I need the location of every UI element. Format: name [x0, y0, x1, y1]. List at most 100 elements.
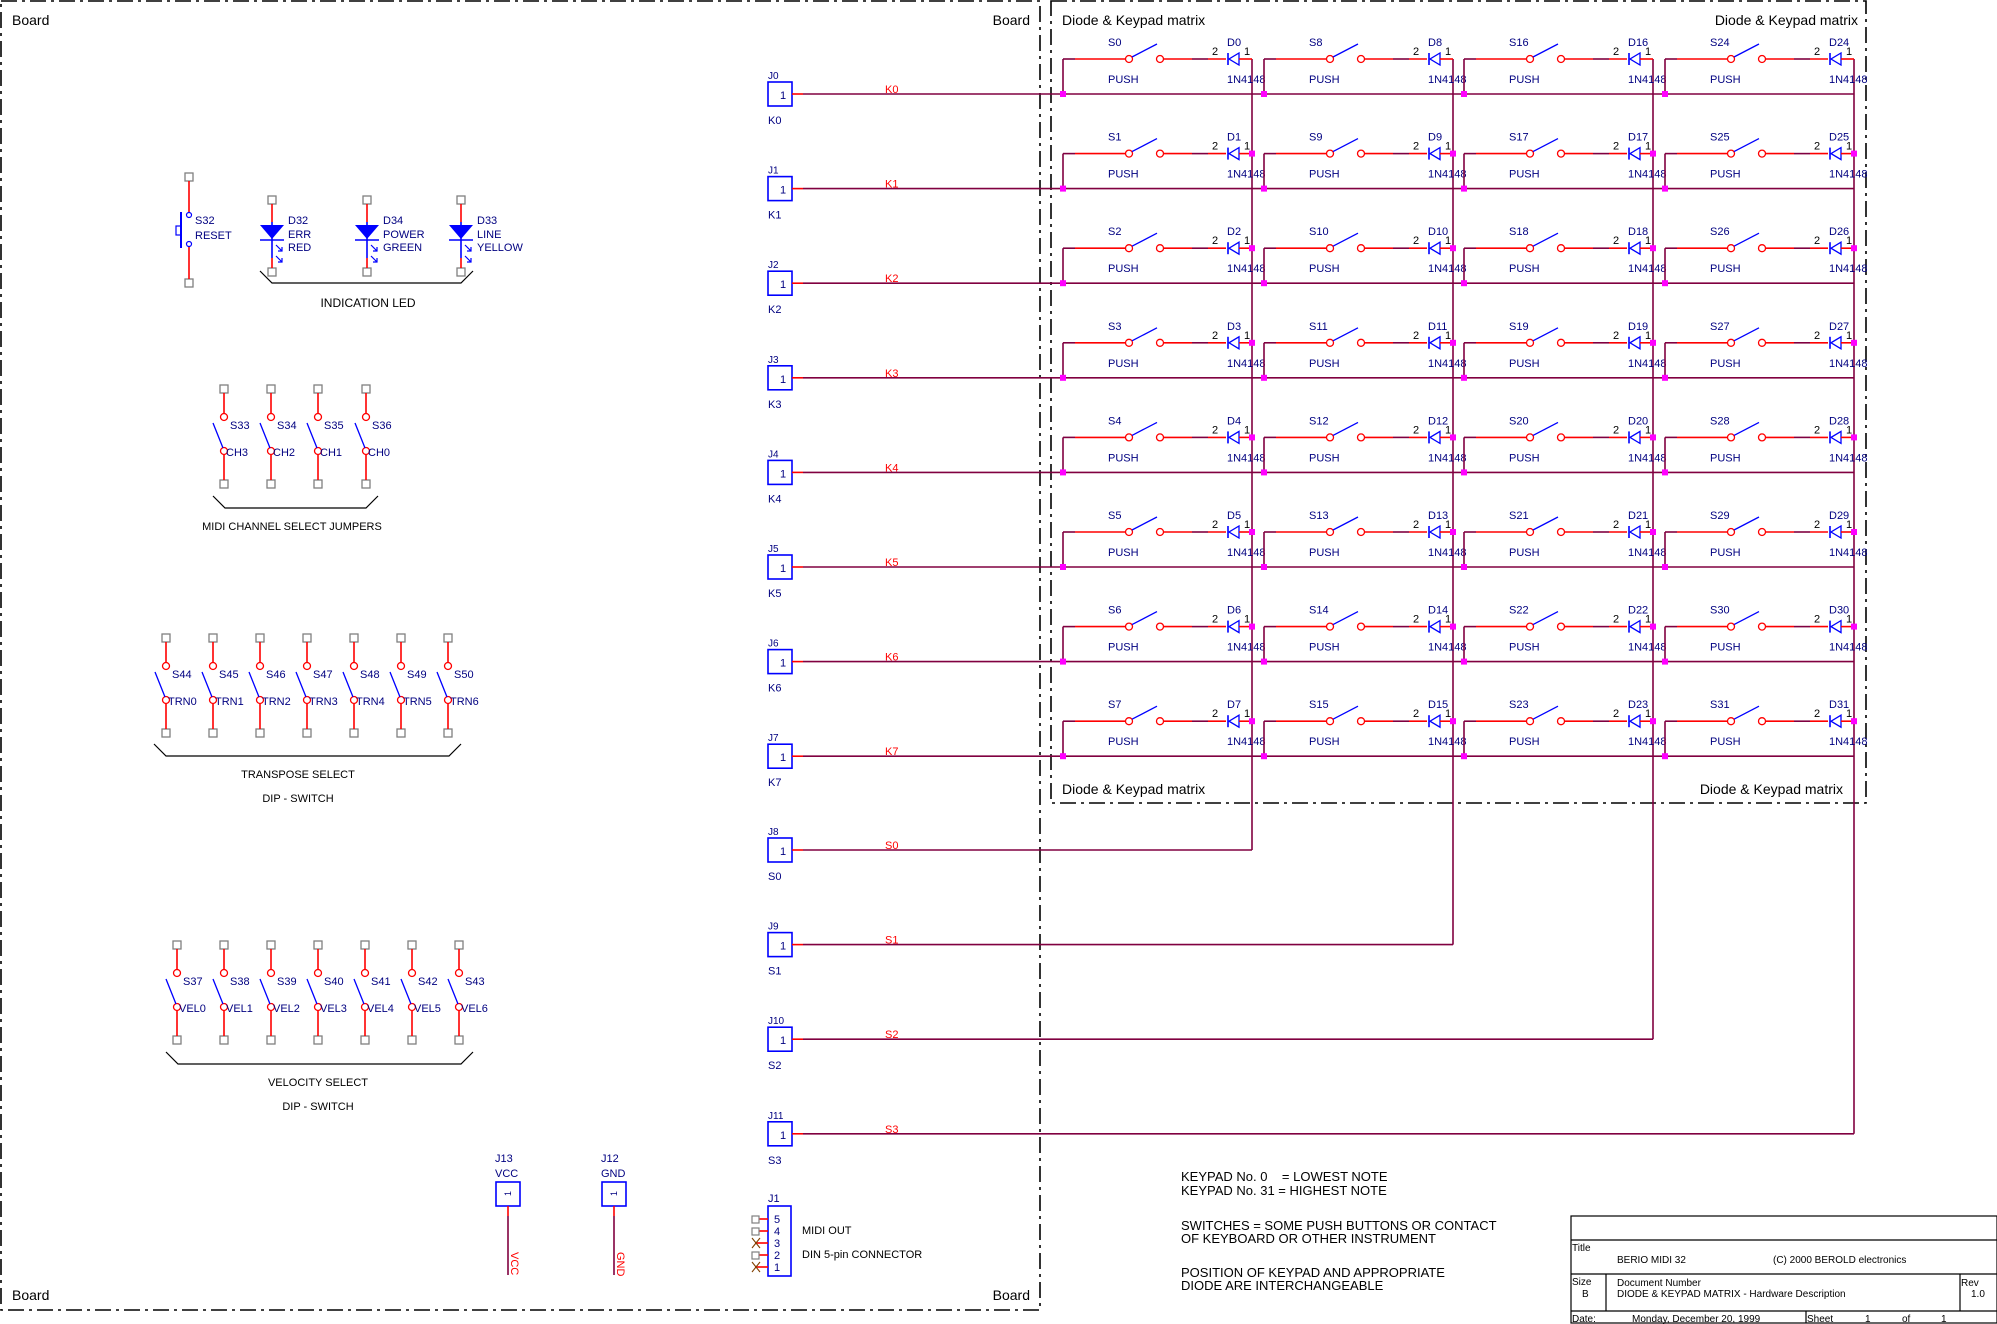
- diode-pin: 1: [1445, 519, 1451, 531]
- switch-lever: [1733, 138, 1760, 153]
- pin-pad: [208, 728, 218, 738]
- switch-value: PUSH: [1108, 74, 1139, 86]
- pin-pad: [349, 728, 359, 738]
- switch-ref: S48: [360, 669, 380, 681]
- of-value: 1: [1941, 1314, 1947, 1324]
- switch-ref: S3: [1108, 321, 1121, 333]
- switch-ref: S45: [219, 669, 239, 681]
- junction-dot: [1261, 658, 1267, 665]
- switch-contact: [1556, 433, 1566, 442]
- diode-triangle: [1227, 146, 1240, 161]
- diode-pin: 1: [1846, 235, 1852, 247]
- connector-net: K2: [768, 304, 781, 316]
- diode-pin: 2: [1212, 330, 1218, 342]
- led-triangle: [449, 225, 473, 239]
- switch-contact: [208, 695, 218, 705]
- net-label: GND: [614, 1252, 626, 1277]
- switch-lever: [1131, 516, 1158, 531]
- diode-triangle: [1628, 335, 1641, 350]
- net-label: K7: [885, 746, 898, 758]
- switch-ref: S42: [418, 976, 438, 988]
- switch-value: PUSH: [1710, 547, 1741, 559]
- switch-lever: [295, 671, 307, 698]
- switch-ref: S12: [1309, 415, 1329, 427]
- connector-net: K6: [768, 683, 781, 695]
- led-triangle: [260, 225, 284, 239]
- connector-pin: 1: [780, 90, 786, 102]
- switch-contact: [1124, 433, 1134, 442]
- switch-lever: [1532, 327, 1559, 342]
- switch-lever: [1532, 421, 1559, 436]
- connector-net: K5: [768, 588, 781, 600]
- diode-pin: 1: [1244, 235, 1250, 247]
- led-name: ERR: [288, 229, 311, 241]
- pin-pad: [172, 940, 182, 950]
- switch-lever: [306, 978, 318, 1005]
- connector-pin: 5: [774, 1214, 780, 1226]
- connector-pin: 1: [780, 752, 786, 764]
- diode-ref: D15: [1428, 699, 1448, 711]
- diode-value: 1N4148: [1227, 547, 1266, 559]
- led-ref: D34: [383, 215, 403, 227]
- switch-contact: [349, 695, 359, 705]
- switch-contact: [1556, 622, 1566, 631]
- switch-contact: [1726, 149, 1736, 158]
- sheet-value: 1: [1865, 1314, 1871, 1324]
- no-connect-icon: [751, 1237, 761, 1249]
- switch-ref: S50: [454, 669, 474, 681]
- diode-value: 1N4148: [1628, 736, 1667, 748]
- diode-triangle: [1227, 241, 1240, 256]
- switch-ref: S29: [1710, 510, 1730, 522]
- switch-ref: S13: [1309, 510, 1329, 522]
- diode-triangle: [1829, 714, 1842, 729]
- pin-pad: [751, 1251, 760, 1260]
- note-line: OF KEYBOARD OR OTHER INSTRUMENT: [1181, 1231, 1436, 1246]
- diode-pin: 1: [1445, 235, 1451, 247]
- pin-pad: [255, 728, 265, 738]
- switch-value: TRN4: [356, 696, 385, 708]
- connector-net: S3: [768, 1155, 781, 1167]
- diode-ref: D4: [1227, 415, 1241, 427]
- switch-value: VEL2: [273, 1003, 300, 1015]
- velocity-label: VELOCITY SELECT: [268, 1077, 368, 1089]
- diode-pin: 2: [1613, 519, 1619, 531]
- switch-value: PUSH: [1710, 452, 1741, 464]
- switch-contact: [1155, 244, 1165, 253]
- diode-ref: D3: [1227, 321, 1241, 333]
- connector-pin: 1: [774, 1262, 780, 1274]
- note-line: POSITION OF KEYPAD AND APPROPRIATE: [1181, 1265, 1445, 1280]
- pin-pad: [313, 479, 323, 489]
- pin-pad: [443, 728, 453, 738]
- switch-value: PUSH: [1710, 642, 1741, 654]
- junction-dot: [1851, 339, 1857, 346]
- pin-pad: [219, 1035, 229, 1045]
- connector-ref: J1: [768, 166, 779, 177]
- pin-pad: [751, 1227, 760, 1236]
- switch-contact: [361, 446, 371, 456]
- pin-pad: [396, 633, 406, 643]
- switch-contact: [1155, 717, 1165, 726]
- switch-lever: [436, 671, 448, 698]
- switch-contact: [313, 1002, 323, 1012]
- diode-pin: 1: [1244, 330, 1250, 342]
- switch-contact: [361, 412, 371, 422]
- pin-pad: [454, 940, 464, 950]
- pin-pad: [407, 1035, 417, 1045]
- note-line: KEYPAD No. 31 = HIGHEST NOTE: [1181, 1183, 1387, 1198]
- pushbutton-knob: [175, 225, 182, 236]
- net-label: S3: [885, 1124, 898, 1136]
- diode-pin: 2: [1212, 708, 1218, 720]
- switch-contact: [1124, 54, 1134, 64]
- diode-value: 1N4148: [1628, 452, 1667, 464]
